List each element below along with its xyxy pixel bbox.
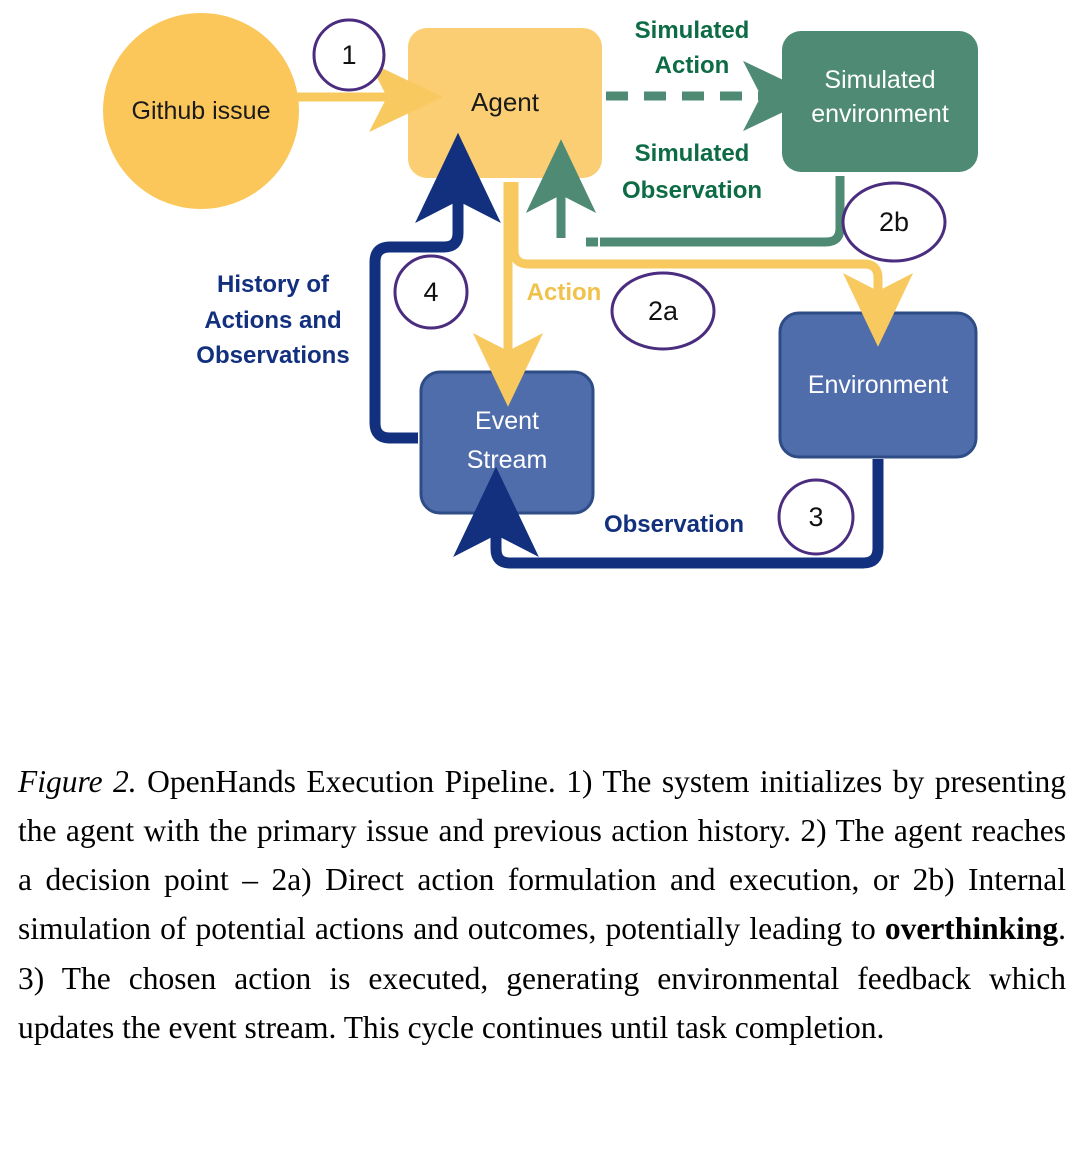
badge-4-circle	[393, 254, 469, 330]
caption-bold-word: overthinking	[884, 911, 1059, 947]
node-environment	[778, 311, 978, 459]
edge-label-action: Action	[526, 279, 602, 307]
caption-figure-number: Figure 2.	[18, 764, 137, 799]
badge-2b-label: 2b	[878, 206, 910, 237]
badge-3-circle	[777, 478, 855, 556]
edge-label-observation: Observation	[603, 511, 745, 539]
node-event-stream	[419, 370, 595, 515]
badge-2a-circle	[610, 271, 716, 351]
badge-2a-label: 2a	[647, 295, 679, 326]
badge-2b-circle	[841, 181, 947, 263]
badge-3-label: 3	[808, 501, 824, 532]
edge-label-history-line1: History of	[216, 271, 329, 299]
edge-history	[369, 132, 501, 444]
badge-4-label: 4	[423, 276, 439, 307]
edge-label-simulated-action-line2: Action	[654, 52, 730, 80]
edge-label-history-line3: Observations	[196, 342, 350, 370]
node-simulated-environment	[782, 31, 978, 172]
edge-simulated-observation	[600, 176, 845, 247]
edge-label-simulated-observation-line1: Simulated	[634, 140, 750, 168]
caption-text-before-bold: OpenHands Execution Pipeline. 1) The sys…	[18, 764, 1066, 947]
badge-1-circle	[312, 18, 386, 92]
figure-caption: Figure 2. OpenHands Execution Pipeline. …	[18, 757, 1066, 1052]
figure-diagram: Github issue Agent Simulated environment…	[103, 13, 978, 569]
edge-action-to-environment	[509, 182, 914, 347]
edge-label-simulated-observation-line2: Observation	[621, 177, 763, 205]
node-github-issue	[103, 13, 299, 209]
caption-text-after-bold: . 3) The chosen action is executed, gene…	[18, 911, 1066, 1045]
node-agent	[408, 28, 602, 178]
edge-observation	[453, 459, 884, 569]
edge-label-history-line2: Actions and	[204, 307, 342, 335]
badge-1-label: 1	[341, 39, 357, 70]
edge-label-simulated-action-line1: Simulated	[634, 17, 750, 45]
diagram-canvas	[103, 13, 978, 569]
